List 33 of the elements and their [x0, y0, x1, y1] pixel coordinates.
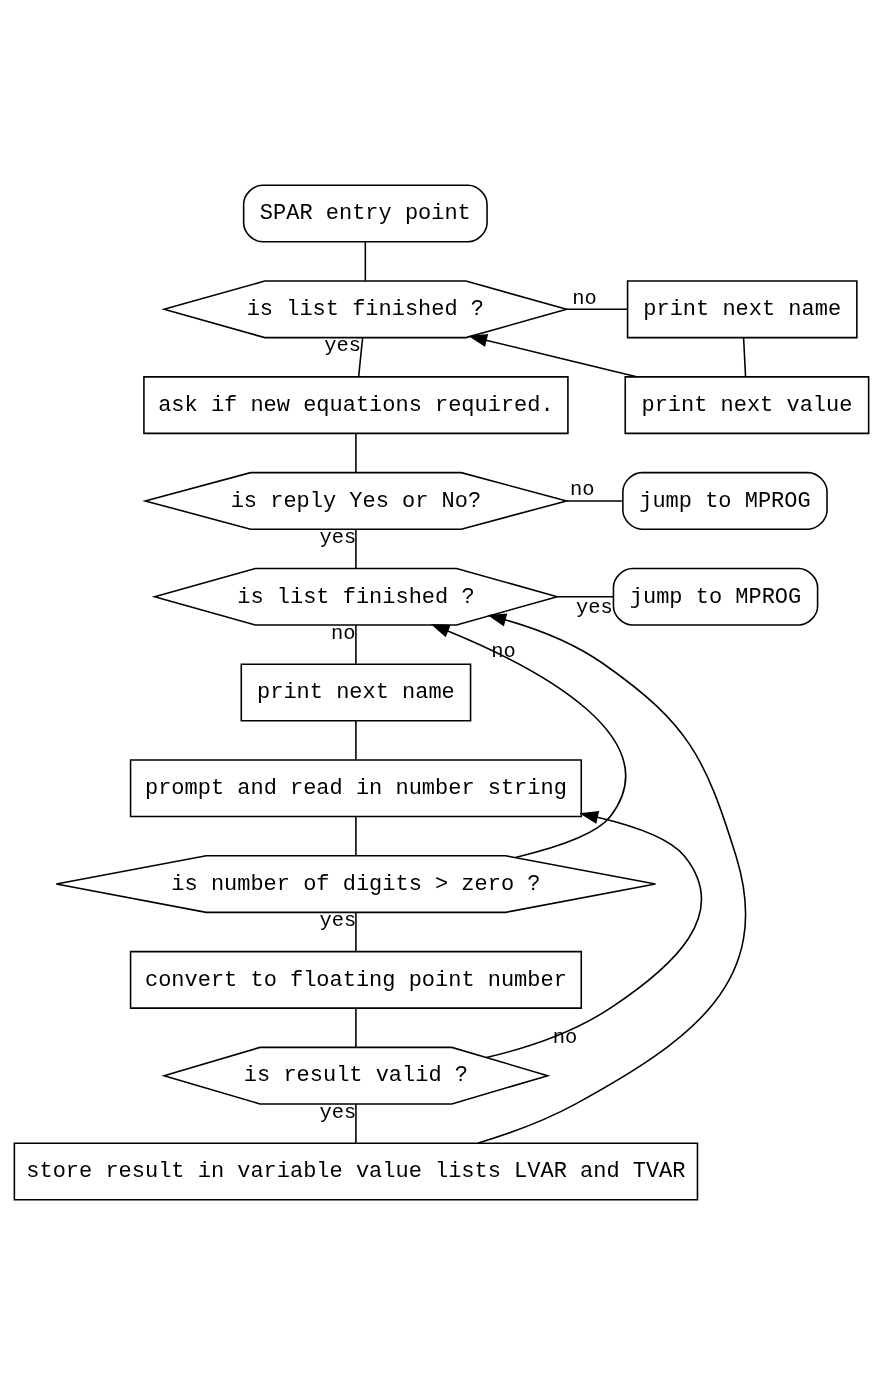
node-box: convert to floating point number — [129, 950, 583, 1009]
connector — [357, 336, 364, 377]
connector — [566, 308, 629, 310]
node-box: SPAR entry point — [242, 184, 488, 243]
connector — [355, 1006, 357, 1048]
connector — [355, 528, 357, 569]
connector — [355, 1102, 357, 1144]
arrow — [477, 613, 747, 1144]
edge-label: no — [570, 477, 595, 501]
connector — [355, 719, 357, 760]
edge-label: no — [552, 1025, 578, 1049]
node-box: print next value — [624, 375, 870, 434]
connector — [355, 432, 357, 473]
node-box: jump to MPROG — [612, 567, 819, 626]
arrow — [485, 810, 703, 1058]
connector — [355, 815, 357, 856]
edge-label: yes — [575, 595, 613, 619]
arrow — [468, 333, 638, 378]
node-box: store result in variable value lists LVAR and TVAR — [13, 1141, 699, 1200]
connector — [742, 336, 747, 377]
connector — [355, 623, 357, 665]
edge-label: no — [491, 639, 516, 663]
edge-label: no — [572, 286, 597, 310]
node-box: print next name — [240, 662, 472, 722]
node-box: ask if new equations required. — [143, 375, 569, 434]
arrow — [430, 623, 627, 858]
node-box: print next name — [626, 279, 858, 338]
connector — [556, 595, 614, 597]
connector — [364, 240, 367, 281]
connector — [566, 499, 624, 502]
connector — [355, 911, 357, 952]
node-box: prompt and read in number string — [129, 758, 583, 817]
node-box: jump to MPROG — [622, 471, 828, 530]
